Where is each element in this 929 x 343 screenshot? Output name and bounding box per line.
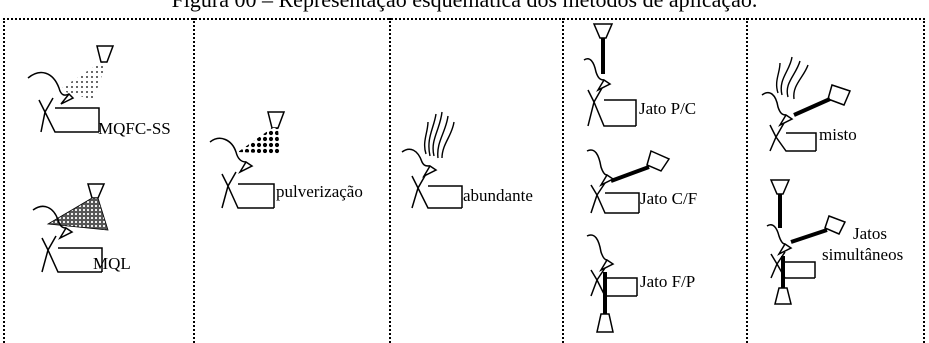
panel-jatos <box>562 18 746 343</box>
jato-cf-illustration <box>586 149 671 214</box>
panel-misto-simultaneos <box>746 18 925 343</box>
panel-pulverizacao <box>193 18 389 343</box>
label-simultaneos: simultâneos <box>822 245 904 264</box>
mql-illustration <box>32 183 109 273</box>
figure-caption: Figura 00 – Representação esquemática do… <box>0 0 929 13</box>
label-misto: misto <box>819 125 857 144</box>
abundante-illustration <box>401 111 463 209</box>
label-abundante: abundante <box>463 186 533 205</box>
jato-fp-illustration <box>586 234 638 333</box>
jato-pc-illustration <box>583 23 637 127</box>
label-jato-pc: Jato P/C <box>639 99 697 118</box>
label-jato-fp: Jato F/P <box>640 272 696 291</box>
mqfc-ss-illustration <box>27 45 115 133</box>
table-top-border <box>3 18 925 20</box>
panel-abundante <box>389 18 562 343</box>
label-jato-cf: Jato C/F <box>640 189 698 208</box>
label-jatos: Jatos <box>853 224 887 243</box>
label-mqfc-ss: MQFC-SS <box>98 119 171 138</box>
label-pulverizacao: pulverização <box>276 182 363 201</box>
label-mql: MQL <box>93 254 131 273</box>
pulverizacao-illustration <box>209 111 286 209</box>
jatos-simultaneos-illustration <box>766 179 847 305</box>
panel-mqfc-mql <box>3 18 193 343</box>
misto-illustration <box>761 56 852 152</box>
